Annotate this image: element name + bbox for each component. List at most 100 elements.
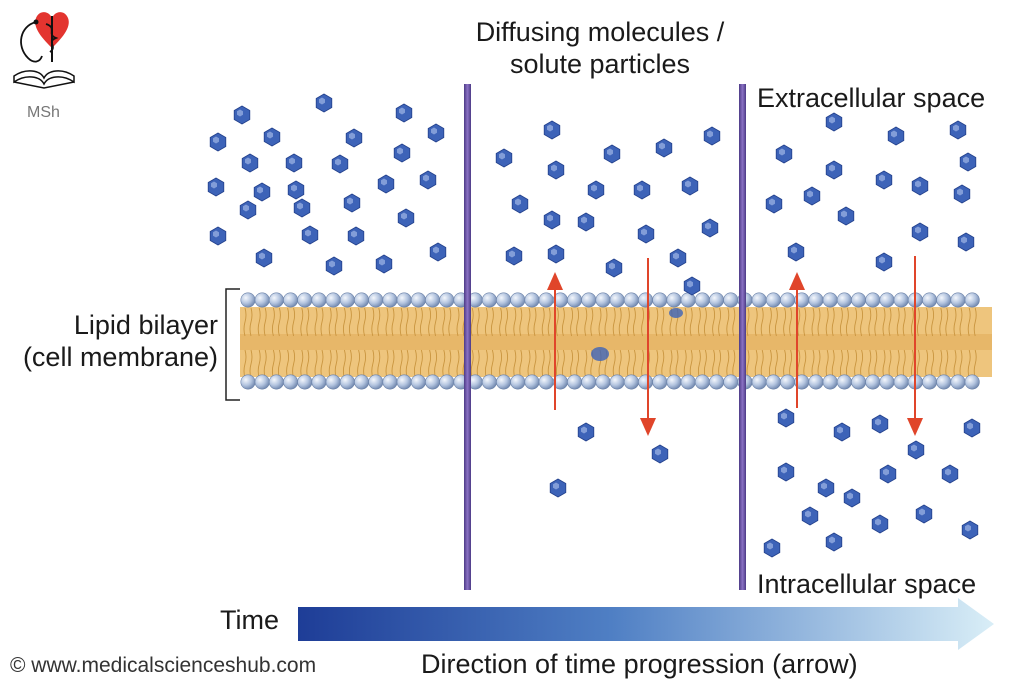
lipid-head (311, 374, 327, 390)
lipid-head (297, 374, 313, 390)
lipid-head (240, 292, 256, 308)
lipid-head (240, 374, 256, 390)
lipid-head (836, 374, 852, 390)
lipid-head (609, 374, 625, 390)
lipid-head (865, 374, 881, 390)
lipid-head (595, 292, 611, 308)
lipid-head (439, 292, 455, 308)
lipid-head (964, 292, 980, 308)
extracellular-label: Extracellular space (757, 83, 986, 113)
lipid-head (680, 374, 696, 390)
lipid-head (808, 374, 824, 390)
lipid-head (283, 374, 299, 390)
lipid-head (510, 374, 526, 390)
lipid-head (723, 292, 739, 308)
top-center-line-1: Diffusing molecules / (475, 17, 725, 47)
lipid-head (524, 374, 540, 390)
lipid-head (836, 292, 852, 308)
lipid-head (709, 374, 725, 390)
logo (6, 6, 76, 102)
lipid-head (254, 374, 270, 390)
lipid-head (723, 374, 739, 390)
lipid-head (283, 292, 299, 308)
lipid-head (638, 292, 654, 308)
lipid-head (396, 374, 412, 390)
lipid-head (567, 292, 583, 308)
lipid-head (893, 292, 909, 308)
lipid-head (851, 374, 867, 390)
lipid-head (652, 292, 668, 308)
lipid-head (581, 374, 597, 390)
lipid-head (410, 374, 426, 390)
lipid-head (595, 374, 611, 390)
lipid-head (950, 374, 966, 390)
lipid-head (822, 374, 838, 390)
lipid-head (694, 374, 710, 390)
lipid-head (780, 292, 796, 308)
lipid-head (354, 374, 370, 390)
top-center-line-2: solute particles (509, 49, 691, 79)
lipid-head (297, 292, 313, 308)
stethoscope-heart-book-icon (13, 12, 75, 89)
time-divider-1 (464, 84, 471, 590)
lipid-head (751, 374, 767, 390)
lipid-head (936, 292, 952, 308)
lipid-head (567, 374, 583, 390)
lipid-head (354, 292, 370, 308)
lipid-head (623, 374, 639, 390)
lipid-head (396, 292, 412, 308)
lipid-head (638, 374, 654, 390)
diffusion-arrows (547, 256, 923, 436)
lipid-head (822, 292, 838, 308)
lipid-head (581, 292, 597, 308)
solute-molecules (207, 93, 981, 558)
lipid-head (538, 374, 554, 390)
time-divider-2 (739, 84, 746, 590)
lipid-head (382, 374, 398, 390)
lipid-head (623, 292, 639, 308)
membrane-label-line-2: (cell membrane) (22, 342, 218, 372)
lipid-head (922, 374, 938, 390)
membrane-label: Lipid bilayer (cell membrane) (0, 309, 218, 373)
lipid-head (481, 374, 497, 390)
lipid-head (808, 292, 824, 308)
lipid-head (439, 374, 455, 390)
lipid-head (425, 292, 441, 308)
lipid-head (410, 292, 426, 308)
lipid-head (425, 374, 441, 390)
lipid-head (524, 292, 540, 308)
lipid-head (709, 292, 725, 308)
lipid-head (865, 292, 881, 308)
lipid-head (609, 292, 625, 308)
lipid-head (936, 374, 952, 390)
lipid-head (694, 292, 710, 308)
lipid-head (325, 292, 341, 308)
lipid-head (652, 374, 668, 390)
lipid-head (751, 292, 767, 308)
lipid-head (496, 292, 512, 308)
membrane-bracket (225, 288, 240, 401)
lipid-head (268, 292, 284, 308)
time-arrow (298, 598, 994, 650)
lipid-head (339, 292, 355, 308)
lipid-head (368, 374, 384, 390)
lipid-head (964, 374, 980, 390)
lipid-head (680, 292, 696, 308)
lipid-head (268, 374, 284, 390)
lipid-head (339, 374, 355, 390)
lipid-head (879, 292, 895, 308)
lipid-head (765, 374, 781, 390)
lipid-head (382, 292, 398, 308)
lipid-head (666, 292, 682, 308)
lipid-head (368, 292, 384, 308)
lipid-head (922, 292, 938, 308)
lipid-head (538, 292, 554, 308)
lipid-head (851, 292, 867, 308)
lipid-head (950, 292, 966, 308)
logo-text: MSh (27, 104, 60, 121)
lipid-head (481, 292, 497, 308)
lipid-head (879, 374, 895, 390)
intracellular-label: Intracellular space (757, 569, 977, 599)
